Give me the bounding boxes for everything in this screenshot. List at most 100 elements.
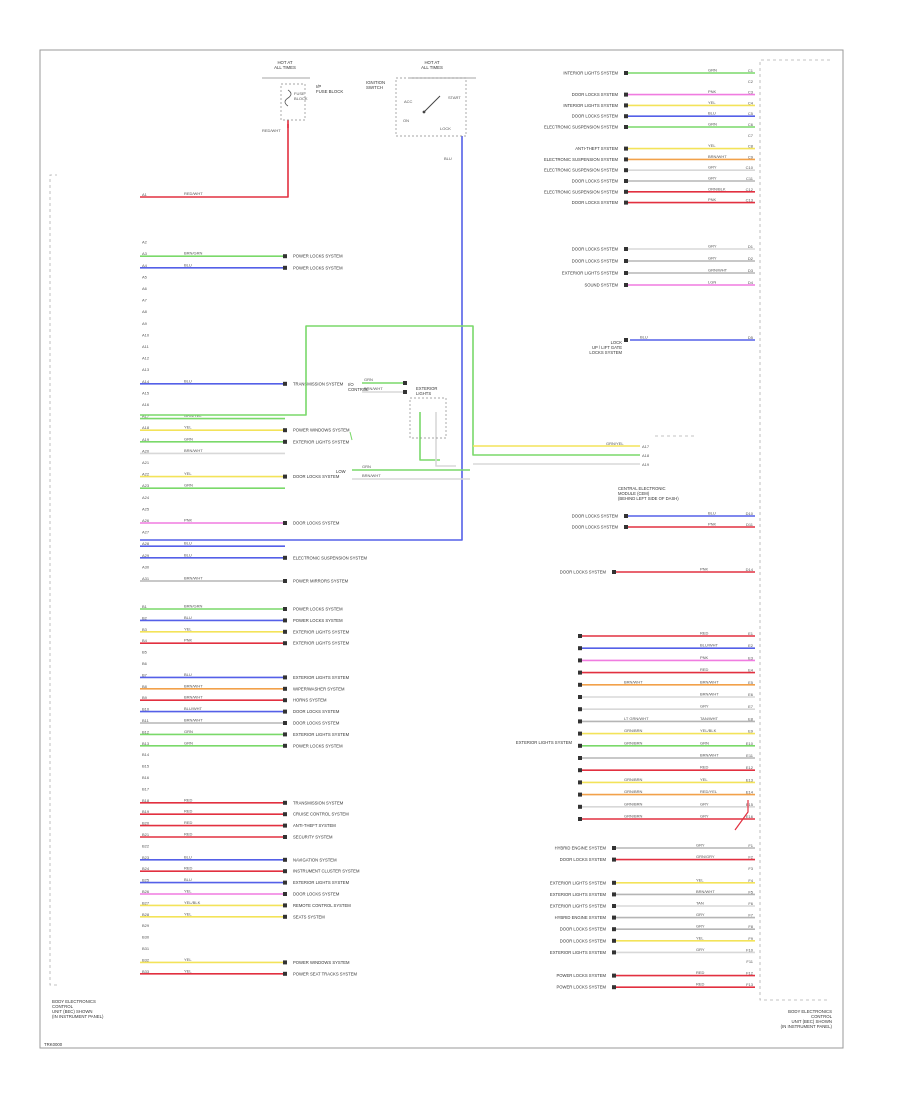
right-module-caption: UNIT (BEC) SHOWN — [791, 1019, 832, 1024]
left-row-b-connector — [283, 698, 287, 703]
fuse-block-header: HOT AT — [277, 60, 292, 65]
left-row-b-dest-label: DOOR LOCKS SYSTEM — [293, 709, 340, 714]
green-out-pin: A18 — [642, 453, 650, 458]
right-top-row-src-label: ELECTRONIC SUSPENSION SYSTEM — [544, 157, 619, 162]
right-top-row-connector — [624, 125, 628, 129]
left-row-connector — [283, 265, 287, 270]
right-bottom-row-wire-label: YEL — [696, 935, 704, 940]
left-row-b-wire-label: YEL/BLK — [184, 900, 201, 905]
right-top-row-wire-label: YEL — [708, 100, 716, 105]
switch-position-label: ACC — [404, 99, 413, 104]
left-row-b-connector — [283, 800, 287, 805]
right-bundle-mid-label: GRN/BRN — [624, 801, 643, 806]
right-bottom-row-pin-label: F10 — [746, 947, 754, 952]
right-mid-row-pin-label: D1 — [748, 244, 754, 249]
right-bottom-row-src-label: EXTERIOR LIGHTS SYSTEM — [550, 904, 607, 909]
right-bundle-connector — [578, 768, 582, 773]
left-row-wire-label: PNK — [184, 518, 193, 523]
right-single-label: LOCKS SYSTEM — [589, 350, 622, 355]
right-bundle-pin-label: E4 — [748, 668, 754, 673]
right-bottom-row-pin-label: F8 — [748, 924, 753, 929]
right-bottom-row-src-label: DOOR LOCKS SYSTEM — [560, 857, 607, 862]
right-top-row-src-label: ELECTRONIC SUSPENSION SYSTEM — [544, 168, 619, 173]
right-mid-row-connector — [624, 283, 628, 287]
right-bottom-row-wire-label: RED — [696, 970, 705, 975]
left-row-wire-label: BLU — [184, 541, 192, 546]
right-bundle-wire-label: RED — [700, 631, 709, 636]
left-row-wire-label: BRN/GRN — [184, 251, 203, 256]
left-row-b-dest-label: EXTERIOR LIGHTS SYSTEM — [293, 641, 350, 646]
right-bundle-connector — [578, 743, 582, 748]
fuse-block-label: I/P — [316, 84, 321, 89]
right-bottom-row-connector — [612, 904, 616, 908]
relay-inner-a — [419, 412, 440, 461]
figure-code: TRK0000 — [44, 1042, 63, 1047]
left-row-pin-label: A6 — [142, 286, 148, 291]
left-row-b-wire-label: GRN — [184, 740, 193, 745]
switch-pivot — [422, 110, 426, 114]
left-row-b-pin-label: B30 — [142, 935, 150, 940]
right-top-row-wire-label: BRN/WHT — [708, 154, 727, 159]
left-row-b-pin-label: B22 — [142, 843, 150, 848]
left-row-b-wire-label: YEL — [184, 957, 192, 962]
right-bottom-row-wire-label: RED — [696, 982, 705, 987]
relay-outline — [409, 397, 447, 439]
right-top-row-pin-label: C7 — [748, 133, 754, 138]
right-mid-row-pin-label: D4 — [748, 280, 754, 285]
relay-title: LIGHTS — [416, 391, 431, 396]
right-top-row-wire-label: GRY — [708, 165, 717, 170]
left-row-b-dest-label: POWER LOCKS SYSTEM — [293, 618, 343, 623]
relay-title: EXTERIOR — [416, 386, 437, 391]
right-bottom-row-pin-label: F6 — [748, 901, 753, 906]
left-row-b-wire-label: RED — [184, 866, 193, 871]
right-bottom-row-wire-label: BRN/WHT — [696, 889, 715, 894]
left-row-pin-label: A26 — [142, 518, 150, 523]
left-row-wire-label: GRN — [184, 436, 193, 441]
right-bundle-wire-label: RED/YEL — [700, 789, 718, 794]
left-row-b-connector — [283, 903, 287, 908]
right-bundle-wire-label: YEL/BLK — [700, 728, 717, 733]
left-row-b-pin-label: B11 — [142, 718, 150, 723]
left-row-b-dest-label: POWER LOCKS SYSTEM — [293, 743, 343, 748]
left-row-b-pin-label: B28 — [142, 912, 150, 917]
right-top-row-wire-label: GRN — [708, 68, 717, 73]
right-bottom-row-pin-label: F9 — [748, 936, 753, 941]
right-top-row-pin-label: C9 — [748, 154, 754, 159]
right-bundle-title: EXTERIOR LIGHTS SYSTEM — [516, 740, 573, 745]
right-bundle-wire-label: PNK — [700, 655, 709, 660]
left-row-b-pin-label: B10 — [142, 707, 150, 712]
switch-header: ALL TIMES — [421, 65, 443, 70]
right-bundle-connector — [578, 634, 582, 638]
left-row-b-dest-label: SEATS SYSTEM — [293, 914, 325, 919]
left-row-b-pin-label: B6 — [142, 661, 148, 666]
left-row-pin-label: A13 — [142, 367, 150, 372]
left-row-b-connector — [283, 641, 287, 646]
right-lone-pin-label: D14 — [746, 567, 754, 572]
right-bottom-row-src-label: EXTERIOR LIGHTS SYSTEM — [550, 892, 607, 897]
ignition-switch-outline — [395, 77, 467, 137]
right-top-row-wire-label: GRY — [708, 176, 717, 181]
left-row-b-wire-label: YEL — [184, 626, 192, 631]
switch-position-label: LOCK — [440, 126, 451, 131]
right-mid-row-src-label: DOOR LOCKS SYSTEM — [572, 259, 619, 264]
right-bundle-pin-label: E6 — [748, 692, 754, 697]
right-bundle-pin-label: E8 — [748, 716, 754, 721]
right-bundle-wire-label: RED — [700, 667, 709, 672]
left-row-b-connector — [283, 914, 287, 919]
right-bundle-connector — [578, 658, 582, 663]
relay-out-b-label: BRN/WHT — [362, 473, 381, 478]
right-bundle-wire-label: YEL — [700, 777, 708, 782]
left-row-b-pin-label: B27 — [142, 900, 150, 905]
left-row-b-connector — [283, 629, 287, 634]
left-row-pin-label: A29 — [142, 553, 150, 558]
right-bundle-pin-label: E15 — [746, 802, 754, 807]
right-bundle-pin-label: E16 — [746, 814, 754, 819]
left-row-b-dest-label: POWER WINDOWS SYSTEM — [293, 960, 350, 965]
right-bottom-row-connector — [612, 973, 616, 978]
left-row-b-pin-label: B14 — [142, 752, 150, 757]
right-top-row-wire-label: PNK — [708, 89, 717, 94]
right-bottom-row-connector — [612, 846, 616, 850]
right-pair-row-wire-label: BLU — [708, 511, 716, 516]
left-row-b-wire-label: BLU — [184, 854, 192, 859]
